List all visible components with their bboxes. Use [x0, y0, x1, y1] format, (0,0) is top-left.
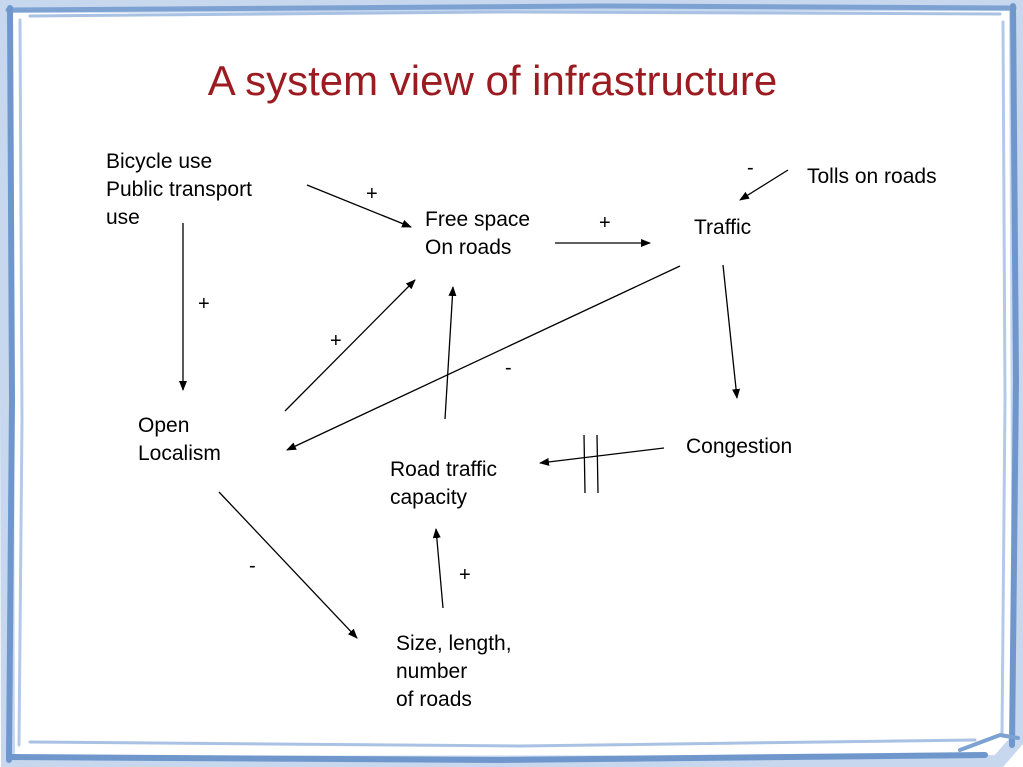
node-open-localism-line-1: Open: [138, 414, 190, 437]
node-congestion-line-1: Congestion: [686, 435, 793, 458]
delay-mark-1: [583, 434, 586, 494]
node-size-length-number-of-roads: Size, length, number of roads: [396, 630, 512, 714]
node-open-localism: Open Localism: [138, 412, 221, 468]
node-free-space-line-1: Free space: [425, 208, 531, 231]
delay-mark-2: [596, 434, 599, 494]
sign-traffic-to-open-localism: -: [505, 357, 512, 379]
node-tolls-line-1: Tolls on roads: [807, 165, 937, 188]
arrow-bicycle-to-free-space: [306, 184, 412, 228]
frame-top-stroke: [5, 3, 1017, 13]
node-bicycle-public-transport: Bicycle use Public transport use: [106, 148, 252, 232]
arrow-road-capacity-to-free-space: [444, 286, 457, 420]
arrow-congestion-to-road-capacity: [539, 447, 665, 466]
frame-bottom-curl: [958, 732, 1020, 752]
sign-bicycle-to-free-space: +: [366, 183, 378, 205]
frame-left-stroke-2: [17, 18, 24, 747]
sign-bicycle-to-open-localism: +: [198, 293, 210, 315]
node-bicycle-line-3: use: [106, 206, 140, 229]
sign-free-space-to-traffic: +: [599, 212, 611, 234]
node-size-roads-line-1: Size, length,: [396, 632, 512, 655]
sign-tolls-to-traffic: -: [747, 157, 754, 179]
node-bicycle-line-2: Public transport: [106, 178, 252, 201]
arrow-open-localism-to-size-roads: [218, 491, 358, 639]
slide-title: A system view of infrastructure: [207, 57, 778, 104]
sign-size-roads-to-road-capacity: +: [459, 564, 471, 586]
arrow-open-localism-to-free-space: [284, 279, 416, 412]
node-open-localism-line-2: Localism: [138, 442, 221, 465]
frame-bottom-stroke: [7, 752, 988, 764]
node-bicycle-line-1: Bicycle use: [106, 150, 213, 173]
frame-right-stroke-2: [1000, 20, 1007, 737]
arrow-traffic-to-congestion: [722, 264, 741, 399]
node-free-space-line-2: On roads: [425, 236, 512, 259]
sign-open-localism-to-free-space: +: [330, 330, 342, 352]
node-traffic: Traffic: [694, 214, 751, 242]
frame-left-stroke: [6, 5, 16, 763]
arrow-traffic-to-open-localism: [286, 265, 681, 451]
node-size-roads-line-3: of roads: [396, 688, 472, 711]
frame-right-stroke: [1009, 3, 1020, 748]
node-road-capacity-line-1: Road traffic: [390, 458, 497, 481]
node-congestion: Congestion: [686, 433, 792, 461]
node-free-space: Free space On roads: [425, 206, 530, 262]
arrow-tolls-to-traffic: [739, 169, 789, 201]
node-traffic-line-1: Traffic: [694, 216, 752, 239]
arrow-size-roads-to-road-capacity: [432, 528, 444, 609]
sign-open-localism-to-size-roads: -: [249, 555, 256, 577]
node-road-traffic-capacity: Road traffic capacity: [390, 456, 497, 512]
node-road-capacity-line-2: capacity: [390, 486, 468, 509]
node-tolls-on-roads: Tolls on roads: [807, 163, 937, 191]
frame-top-stroke-2: [28, 10, 1002, 18]
node-size-roads-line-2: number: [396, 660, 468, 683]
frame-bottom-stroke-2: [28, 738, 977, 748]
